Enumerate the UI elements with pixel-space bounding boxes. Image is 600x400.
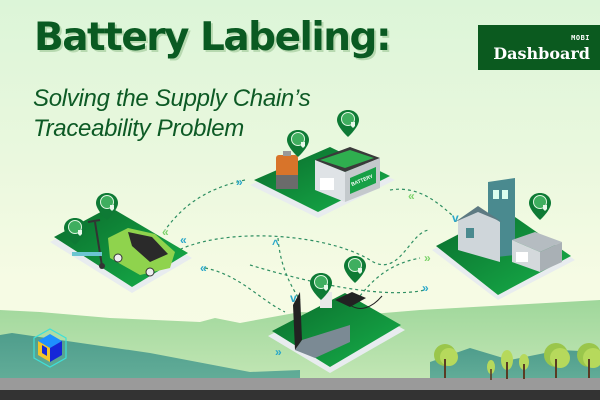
svg-text:«: « bbox=[180, 233, 187, 247]
svg-text:«: « bbox=[408, 189, 415, 203]
mobi-dashboard-badge[interactable]: MOBI Dashboard bbox=[478, 25, 600, 70]
svg-text:^: ^ bbox=[272, 237, 279, 251]
road-edge bbox=[0, 390, 600, 400]
cube-m-logo bbox=[33, 328, 67, 368]
trees bbox=[434, 343, 600, 380]
badge-label: Dashboard bbox=[493, 44, 590, 63]
node-home-storage bbox=[432, 178, 575, 300]
subtitle-line-2: Traceability Problem bbox=[33, 115, 244, 142]
node-vehicles bbox=[50, 192, 192, 293]
node-electronics bbox=[268, 255, 405, 373]
svg-text:v: v bbox=[290, 291, 297, 305]
badge-small-label: MOBI bbox=[571, 34, 590, 42]
node-batteries: BATTERY bbox=[250, 109, 395, 218]
flow-connectors bbox=[159, 179, 453, 313]
page-title: Battery Labeling: bbox=[34, 15, 392, 60]
subtitle-line-1: Solving the Supply Chain’s bbox=[33, 85, 311, 112]
svg-text:»: » bbox=[422, 281, 429, 295]
svg-text:»: » bbox=[424, 251, 431, 265]
svg-text:»: » bbox=[236, 175, 243, 189]
svg-text:«: « bbox=[200, 261, 207, 275]
svg-text:v: v bbox=[452, 211, 459, 225]
svg-text:«: « bbox=[162, 225, 169, 239]
svg-text:»: » bbox=[275, 345, 282, 359]
road bbox=[0, 378, 600, 390]
page-subtitle: Solving the Supply Chain’s Traceability … bbox=[33, 84, 311, 144]
